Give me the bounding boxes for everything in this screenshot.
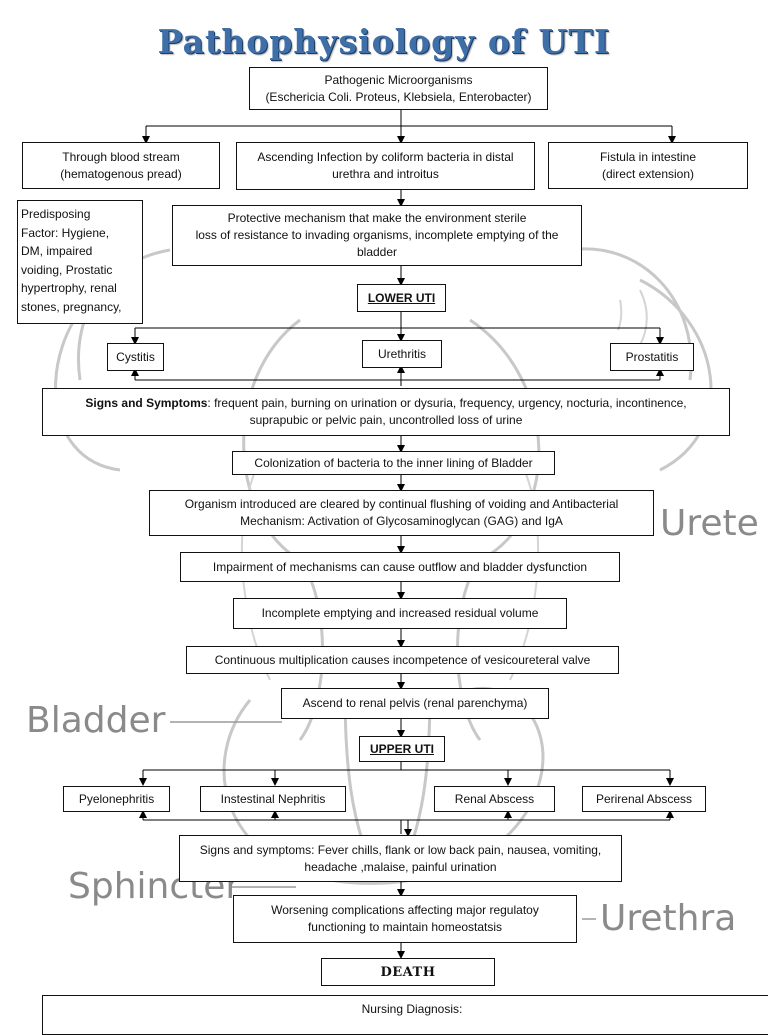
pyelo-label: Pyelonephritis <box>78 791 155 806</box>
signs-symptoms-lower-box: Signs and Symptoms: frequent pain, burni… <box>42 388 730 436</box>
signs2-line2: headache ,malaise, painful urination <box>304 859 497 874</box>
renal-abscess-box: Renal Abscess <box>434 786 555 812</box>
cleared-line1: Organism introduced are cleared by conti… <box>184 497 619 511</box>
incomplete-emptying-box: Incomplete emptying and increased residu… <box>233 598 567 629</box>
cleared-line2: Mechanism: Activation of Glycosaminoglyc… <box>240 514 563 528</box>
death-label: DEATH <box>380 964 436 980</box>
watermark-ureter: Urete <box>660 503 759 544</box>
protective-line1: Protective mechanism that make the envir… <box>227 211 527 225</box>
instestinal-label: Instestinal Nephritis <box>220 791 326 806</box>
death-box: DEATH <box>321 958 495 986</box>
multiplication-label: Continuous multiplication causes incompe… <box>214 652 591 667</box>
urethritis-label: Urethritis <box>377 346 426 361</box>
perirenal-label: Perirenal Abscess <box>595 791 693 806</box>
blood-stream-box: Through blood stream (hematogenous pread… <box>22 142 220 189</box>
predisposing-line: Predisposing <box>21 207 91 221</box>
pathogens-line2: (Eschericia Coli. Proteus, Klebsiela, En… <box>265 89 532 104</box>
signs1-line2: suprapubic or pelvic pain, uncontrolled … <box>249 413 523 427</box>
fistula-line2: (direct extension) <box>601 166 695 181</box>
nursing-label: Nursing Diagnosis: <box>361 1002 463 1016</box>
cystitis-label: Cystitis <box>116 349 155 364</box>
lower-uti-box: LOWER UTI <box>357 284 446 312</box>
predisposing-line: stones, pregnancy, <box>21 299 122 314</box>
predisposing-line: DM, impaired <box>21 244 93 258</box>
signs1-line1: Signs and Symptoms: frequent pain, burni… <box>85 395 686 412</box>
signs2-line1: Signs and symptoms: Fever chills, flank … <box>199 842 602 857</box>
cystitis-box: Cystitis <box>107 343 164 371</box>
watermark-urethra: Urethra <box>600 898 737 939</box>
protective-line2: loss of resistance to invading organisms… <box>195 228 559 242</box>
watermark-bladder: Bladder <box>26 700 166 741</box>
instestinal-nephritis-box: Instestinal Nephritis <box>200 786 346 812</box>
colonization-label: Colonization of bacteria to the inner li… <box>254 455 533 470</box>
impairment-label: Impairment of mechanisms can cause outfl… <box>212 559 588 574</box>
urethritis-box: Urethritis <box>362 340 442 368</box>
organism-cleared-box: Organism introduced are cleared by conti… <box>149 490 654 536</box>
signs1-rest: : frequent pain, burning on urination or… <box>207 396 687 410</box>
blood-line2: (hematogenous pread) <box>60 166 182 181</box>
ascending-line2: urethra and introitus <box>332 167 439 181</box>
pyelonephritis-box: Pyelonephritis <box>63 786 170 812</box>
ascending-infection-box: Ascending Infection by coliform bacteria… <box>236 142 535 190</box>
perirenal-abscess-box: Perirenal Abscess <box>582 786 706 812</box>
lower-uti-label: LOWER UTI <box>367 290 436 305</box>
predisposing-line: hypertrophy, renal <box>21 281 117 295</box>
upper-uti-label: UPPER UTI <box>369 741 434 756</box>
predisposing-factors-box: Predisposing Factor: Hygiene, DM, impair… <box>17 200 143 324</box>
renal-abscess-label: Renal Abscess <box>454 791 535 806</box>
worsening-complications-box: Worsening complications affecting major … <box>233 895 577 943</box>
pathogens-line1: Pathogenic Microorganisms <box>324 72 473 87</box>
nursing-diagnosis-box: Nursing Diagnosis: <box>42 995 768 1035</box>
prostatitis-label: Prostatitis <box>625 349 679 364</box>
ascend-renal-pelvis-box: Ascend to renal pelvis (renal parenchyma… <box>281 688 549 719</box>
ascending-line1: Ascending Infection by coliform bacteria… <box>257 150 514 164</box>
impairment-box: Impairment of mechanisms can cause outfl… <box>180 552 620 582</box>
ascend-label: Ascend to renal pelvis (renal parenchyma… <box>302 696 528 710</box>
fistula-line1: Fistula in intestine <box>599 149 697 164</box>
worsening-line1: Worsening complications affecting major … <box>271 903 539 917</box>
signs-symptoms-upper-box: Signs and symptoms: Fever chills, flank … <box>179 835 622 882</box>
incomplete-label: Incomplete emptying and increased residu… <box>261 606 539 620</box>
signs1-bold: Signs and Symptoms <box>85 396 208 410</box>
prostatitis-box: Prostatitis <box>610 343 694 371</box>
colonization-box: Colonization of bacteria to the inner li… <box>232 451 555 475</box>
worsening-line2: functioning to maintain homeostatsis <box>307 920 503 934</box>
predisposing-line: Factor: Hygiene, <box>21 225 110 240</box>
continuous-multiplication-box: Continuous multiplication causes incompe… <box>186 646 619 674</box>
fistula-box: Fistula in intestine (direct extension) <box>548 142 748 189</box>
protective-line3: bladder <box>356 245 398 259</box>
upper-uti-box: UPPER UTI <box>359 736 445 762</box>
page-title: Pathophysiology of UTI <box>157 22 611 61</box>
pathogenic-microorganisms-box: Pathogenic Microorganisms (Eschericia Co… <box>249 67 548 110</box>
protective-mechanism-box: Protective mechanism that make the envir… <box>172 205 582 266</box>
blood-line1: Through blood stream <box>62 149 180 164</box>
predisposing-line: voiding, Prostatic <box>21 262 113 277</box>
